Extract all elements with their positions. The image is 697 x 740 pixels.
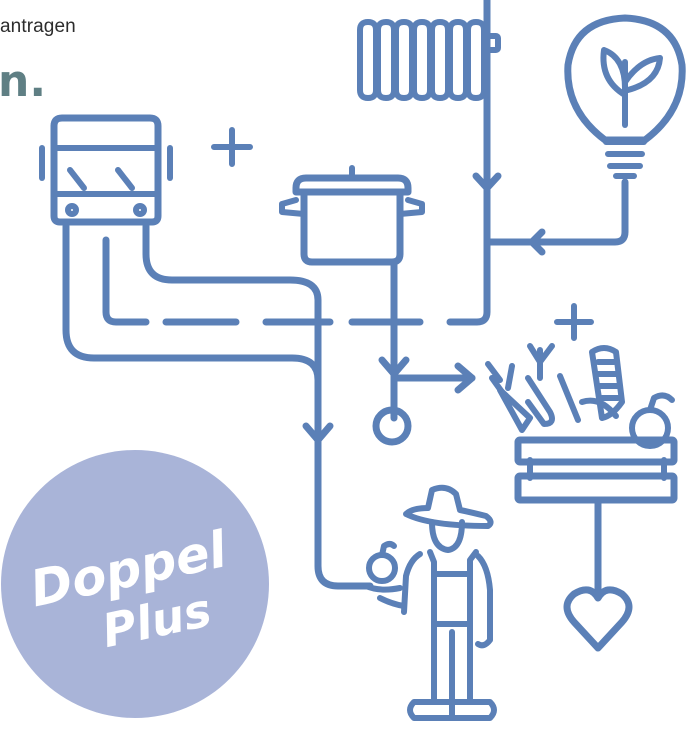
bus-icon: [42, 118, 170, 222]
light-bulb-icon: [568, 18, 682, 176]
heart-icon: [567, 502, 629, 648]
vegetable-crate-icon: [488, 346, 674, 500]
cooking-pot-icon: [282, 168, 422, 262]
doppel-plus-badge: Doppel Plus: [1, 450, 269, 718]
radiator-icon: [360, 22, 498, 98]
plus-sign-2: [557, 306, 591, 338]
farmer-icon: [366, 488, 494, 718]
plus-sign-1: [214, 130, 250, 164]
